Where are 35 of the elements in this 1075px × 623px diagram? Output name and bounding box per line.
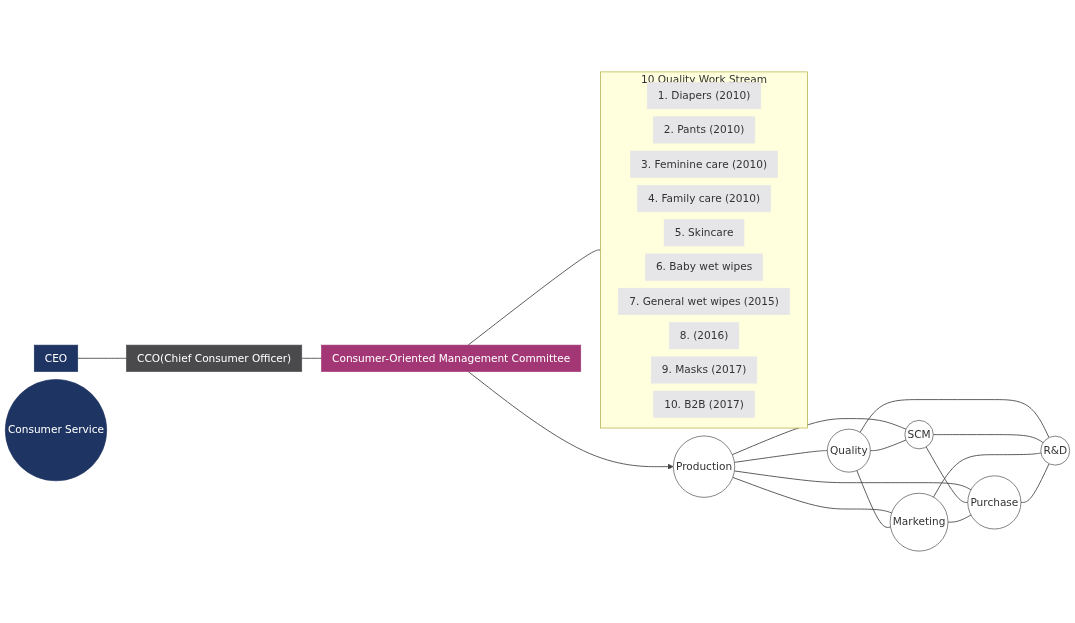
connector: [734, 450, 828, 463]
connector: [933, 452, 1042, 498]
node-box: 9. Masks (2017): [650, 356, 758, 384]
node-box: 5. Skincare: [663, 219, 745, 247]
connector: [731, 418, 907, 456]
connector: [732, 476, 893, 514]
connector: [734, 470, 972, 491]
node-box: 7. General wet wipes (2015): [618, 287, 790, 315]
node-box: 8. (2016): [668, 322, 740, 350]
connector: [77, 357, 127, 359]
node-box: 2. Pants (2010): [652, 116, 756, 144]
connector: [925, 446, 969, 503]
connector: [947, 514, 972, 523]
connector: [1020, 463, 1050, 503]
node-box: 4. Family care (2010): [637, 185, 771, 213]
connector: [869, 439, 907, 452]
connector: [856, 470, 891, 528]
node-box: CCO(Chief Consumer Officer): [126, 344, 303, 372]
node-circle: Production: [673, 435, 736, 498]
connector: [932, 434, 1044, 444]
node-circle: SCM: [904, 420, 934, 450]
node-box: 6. Baby wet wipes: [645, 253, 764, 281]
connector: [859, 399, 1050, 438]
node-circle: R&D: [1040, 435, 1071, 466]
node-box: 3. Feminine care (2010): [630, 150, 778, 178]
node-circle: Marketing: [889, 492, 949, 552]
node-box: Consumer-Oriented Management Committee: [321, 344, 582, 372]
connector: [467, 249, 601, 346]
node-circle: Consumer Service: [4, 379, 108, 482]
node-box: 10. B2B (2017): [653, 390, 755, 418]
node-circle: Purchase: [967, 475, 1022, 530]
node-box: CEO: [33, 344, 79, 372]
node-circle: Quality: [827, 428, 871, 473]
node-box: 1. Diapers (2010): [646, 82, 762, 110]
connector: [301, 357, 322, 359]
